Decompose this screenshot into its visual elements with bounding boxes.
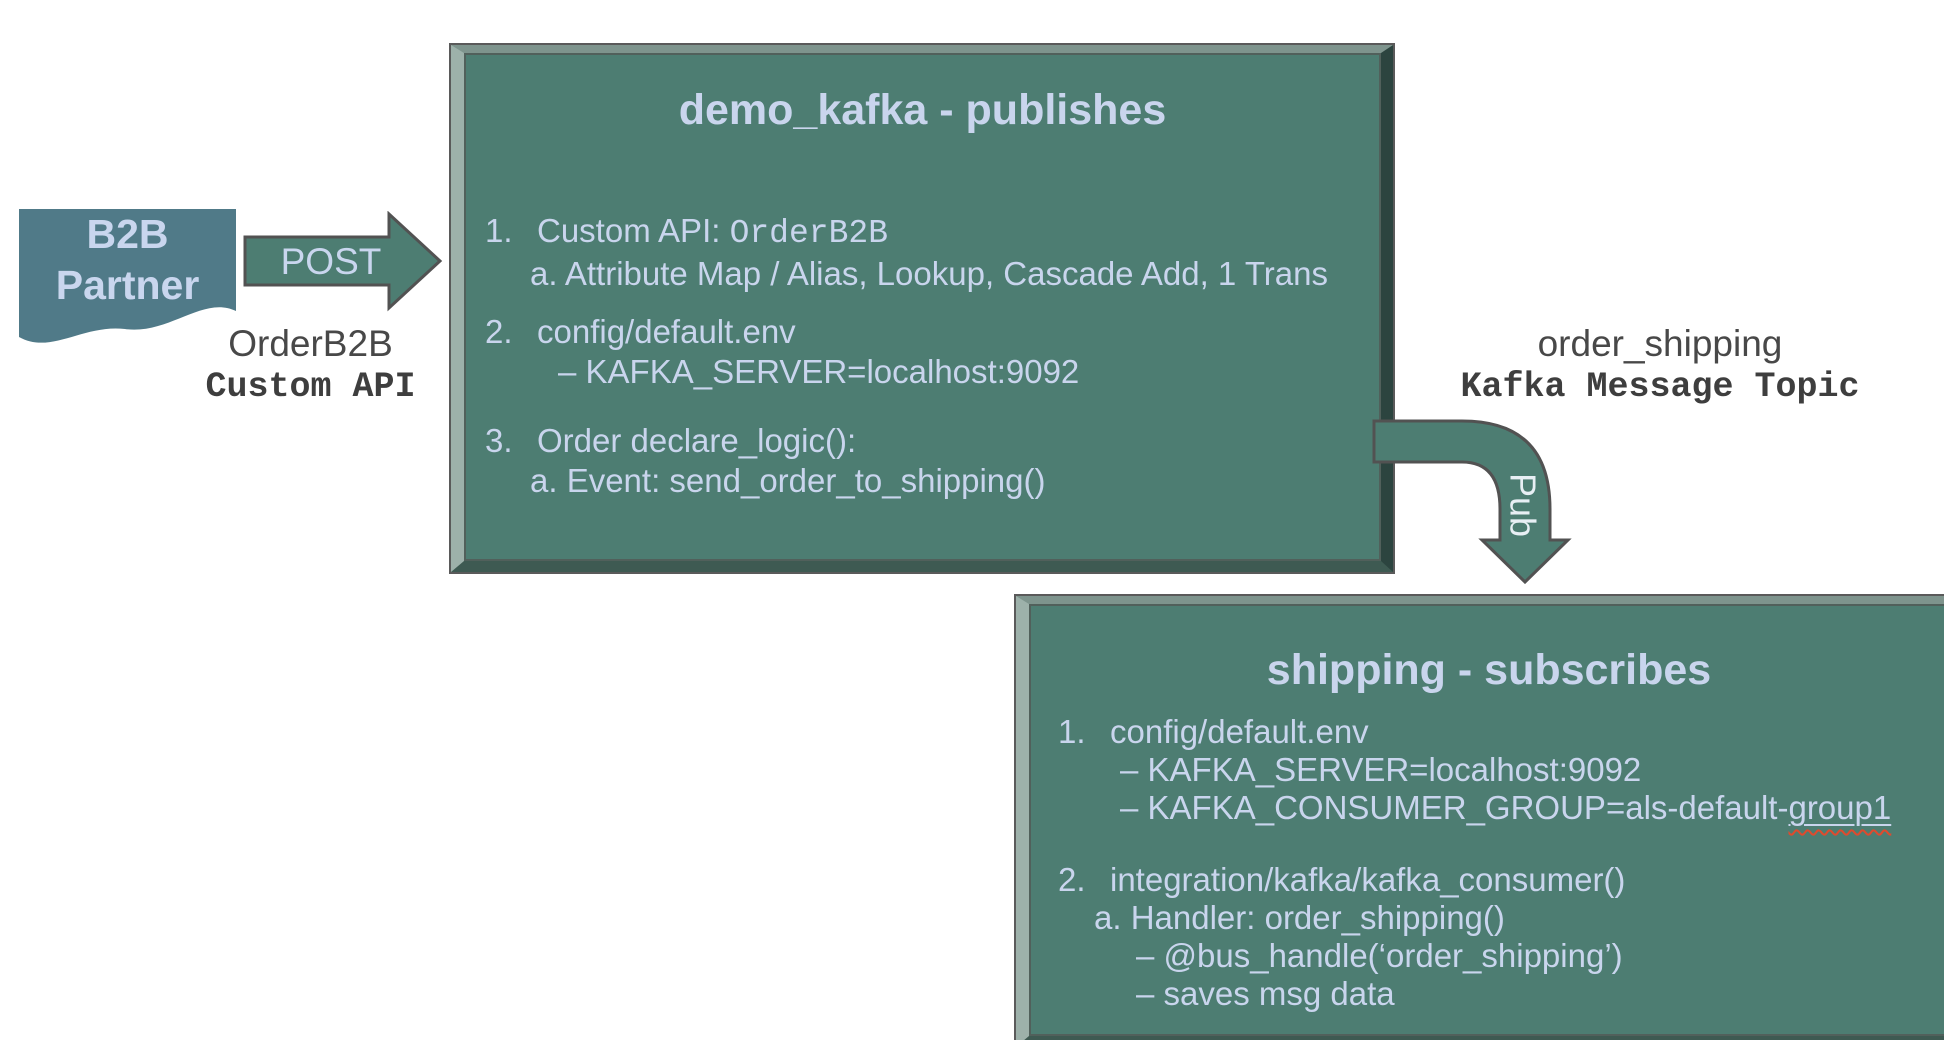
topic-type-caption: Kafka Message Topic xyxy=(1460,367,1860,407)
post-arrow: POST xyxy=(243,211,443,312)
b2b-partner-document-shape xyxy=(19,209,236,343)
post-arrow-label: POST xyxy=(281,241,382,282)
publisher-item-1-sub: a. Attribute Map / Alias, Lookup, Cascad… xyxy=(530,255,1328,292)
item-number: 1. xyxy=(1058,713,1086,750)
spellcheck-underline: group1 xyxy=(1788,789,1891,826)
item-label: Order declare_logic(): xyxy=(537,422,857,459)
subscriber-panel: shipping - subscribes 1. config/default.e… xyxy=(1014,594,1944,1040)
bent-arrow-shape xyxy=(1372,419,1572,585)
subscriber-item-1: 1. config/default.env – KAFKA_SERVER=loca… xyxy=(1058,713,1891,827)
spellcheck-flagged-word: group1 xyxy=(1788,789,1892,826)
b2b-partner-label: B2B Partner xyxy=(17,209,238,311)
api-name-caption: OrderB2B xyxy=(228,323,393,364)
pub-bent-arrow: Pub xyxy=(1372,419,1572,585)
subscriber-item-1-sub1: – KAFKA_SERVER=localhost:9092 xyxy=(1120,751,1642,788)
publisher-item-2: 2. config/default.env – KAFKA_SERVER=loca… xyxy=(485,312,1079,392)
subscriber-item-2: 2. integration/kafka/kafka_consumer() a. … xyxy=(1058,861,1625,1013)
item-label: integration/kafka/kafka_consumer() xyxy=(1110,861,1626,898)
pub-arrow-label: Pub xyxy=(1503,473,1544,537)
subscriber-item-2-sub2: – @bus_handle(‘order_shipping’) xyxy=(1136,937,1623,974)
publisher-item-1: 1. Custom API: OrderB2B a. Attribute Map … xyxy=(485,211,1328,294)
publisher-title: demo_kafka - publishes xyxy=(678,86,1167,134)
publisher-item-3-line: 3. Order declare_logic(): xyxy=(485,421,1046,461)
item-label: Custom API: xyxy=(537,212,730,249)
publisher-item-1-line: 1. Custom API: OrderB2B xyxy=(485,211,1328,254)
api-type-caption: Custom API xyxy=(205,367,416,407)
item-code: OrderB2B xyxy=(729,215,889,252)
document-shape-path xyxy=(19,209,236,343)
publisher-item-3-sub: a. Event: send_order_to_shipping() xyxy=(530,462,1046,499)
publisher-item-2-line: 2. config/default.env xyxy=(485,312,1079,352)
item-label: config/default.env xyxy=(1110,713,1369,750)
subscriber-title: shipping - subscribes xyxy=(1266,646,1712,694)
item-number: 1. xyxy=(485,212,513,249)
publisher-item-2-sub: – KAFKA_SERVER=localhost:9092 xyxy=(558,353,1080,390)
consumer-group-prefix: – KAFKA_CONSUMER_GROUP=als-default- xyxy=(1120,789,1789,826)
item-label: config/default.env xyxy=(537,313,796,350)
subscriber-item-2-line: 2. integration/kafka/kafka_consumer() xyxy=(1058,861,1625,899)
b2b-partner-line2: Partner xyxy=(55,262,200,308)
right-arrow-shape xyxy=(243,211,443,312)
item-number: 2. xyxy=(485,313,513,350)
subscriber-item-1-line: 1. config/default.env xyxy=(1058,713,1891,751)
subscriber-item-2-sub1: a. Handler: order_shipping() xyxy=(1094,899,1505,936)
b2b-partner-line1: B2B xyxy=(86,211,169,257)
b2b-api-caption: OrderB2B Custom API xyxy=(168,322,453,408)
publisher-item-3: 3. Order declare_logic(): a. Event: send_… xyxy=(485,421,1046,501)
publisher-panel: demo_kafka - publishes 1. Custom API: Ord… xyxy=(449,43,1395,574)
subscriber-item-2-sub3: – saves msg data xyxy=(1136,975,1395,1012)
topic-name-caption: order_shipping xyxy=(1537,323,1783,364)
item-number: 2. xyxy=(1058,861,1086,898)
item-number: 3. xyxy=(485,422,513,459)
kafka-topic-caption: order_shipping Kafka Message Topic xyxy=(1420,322,1900,408)
subscriber-item-1-sub2: – KAFKA_CONSUMER_GROUP=als-default-group… xyxy=(1058,789,1891,827)
